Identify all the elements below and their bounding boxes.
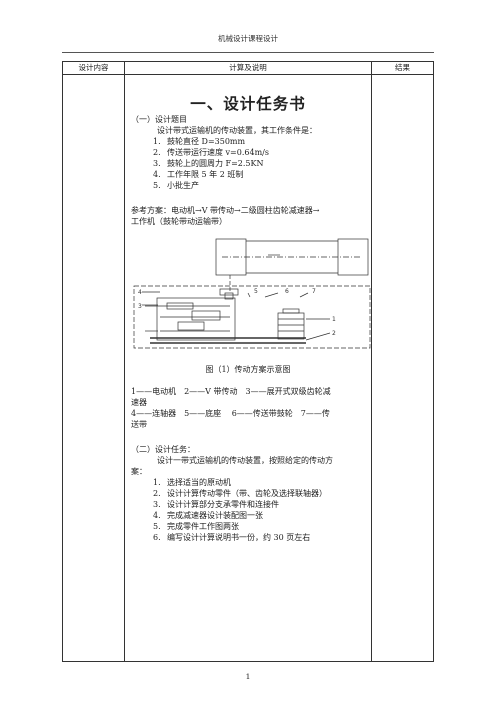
label-5: 5 xyxy=(254,288,258,295)
design-content-cell xyxy=(62,74,125,662)
list-item: 3.鼓轮上的圆周力 F=2.5KN xyxy=(153,159,264,168)
legend-line: 1——电动机 2——V 带传动 3——展开式双级齿轮减 xyxy=(131,387,331,396)
coupling-hub xyxy=(224,292,234,300)
list-item: 5.完成零件工作图两张 xyxy=(153,522,239,531)
label-6: 6 xyxy=(285,288,289,295)
design-table: 设计内容 计算及说明 结果 一、设计任务书 （一）设计题目 设计带式运输机的传动… xyxy=(62,61,434,662)
label-1: 1 xyxy=(332,316,336,323)
diagram-caption: 图（1）传动方案示意图 xyxy=(205,365,291,374)
drum-right xyxy=(337,238,369,276)
list-item: 5.小批生产 xyxy=(153,181,199,190)
legend-line: 送带 xyxy=(131,420,147,429)
header-rule xyxy=(62,52,434,53)
table-header-row: 设计内容 计算及说明 结果 xyxy=(62,61,434,75)
result-cell xyxy=(371,74,434,662)
table-body-row: 一、设计任务书 （一）设计题目 设计带式运输机的传动装置，其工作条件是： 1.鼓… xyxy=(62,74,434,662)
gear-2 xyxy=(191,310,221,321)
list-item: 3.设计计算部分支承零件和连接件 xyxy=(153,500,279,509)
column-header-result: 结果 xyxy=(371,61,434,75)
motor xyxy=(277,312,305,340)
base-frame xyxy=(133,285,371,349)
list-item: 1.选择适当的原动机 xyxy=(153,478,231,487)
running-header: 机械设计课程设计 xyxy=(218,34,278,43)
label-3: 3 xyxy=(138,303,142,310)
legend-line: 4——连轴器 5——底座 6——传送带鼓轮 7——传 xyxy=(131,409,330,418)
column-header-content: 设计内容 xyxy=(62,61,125,75)
gear-3 xyxy=(177,321,205,331)
section2-heading: （二）设计任务： xyxy=(131,445,195,454)
section2-intro: 设计一带式运输机的传动装置，按照给定的传动方 xyxy=(157,456,333,465)
legend-line: 速器 xyxy=(131,398,147,407)
page-number: 1 xyxy=(245,672,251,681)
section2-intro-cont: 案： xyxy=(131,467,147,476)
label-7: 7 xyxy=(312,288,316,295)
list-item: 2.传送带运行速度 v=0.64m/s xyxy=(153,148,269,157)
list-item: 2.设计计算传动零件（带、齿轮及选择联轴器） xyxy=(153,489,327,498)
label-2: 2 xyxy=(332,330,336,337)
reference-scheme: 参考方案：电动机→V 带传动→二级圆柱齿轮减速器→ xyxy=(131,206,320,215)
section-title: 一、设计任务书 xyxy=(190,95,306,113)
section1-heading: （一）设计题目 xyxy=(131,115,187,124)
motor-cap xyxy=(282,308,300,314)
section1-intro: 设计带式运输机的传动装置，其工作条件是： xyxy=(157,126,317,135)
list-item: 1.鼓轮直径 D=350mm xyxy=(153,137,246,146)
list-item: 4.完成减速器设计装配图一张 xyxy=(153,511,263,520)
coupling xyxy=(219,288,239,296)
label-4: 4 xyxy=(138,289,142,296)
list-item: 6.编写设计计算说明书一份，约 30 页左右 xyxy=(153,533,311,542)
list-item: 4.工作年限 5 年 2 班制 xyxy=(153,170,244,179)
transmission-diagram: 4 3 5 6 7 1 2 xyxy=(133,238,371,349)
reference-scheme-cont: 工作机（鼓轮带动运输带） xyxy=(131,217,227,226)
reducer-housing xyxy=(156,297,236,341)
calc-cell: 一、设计任务书 （一）设计题目 设计带式运输机的传动装置，其工作条件是： 1.鼓… xyxy=(124,74,372,662)
column-header-calc: 计算及说明 xyxy=(124,61,372,75)
